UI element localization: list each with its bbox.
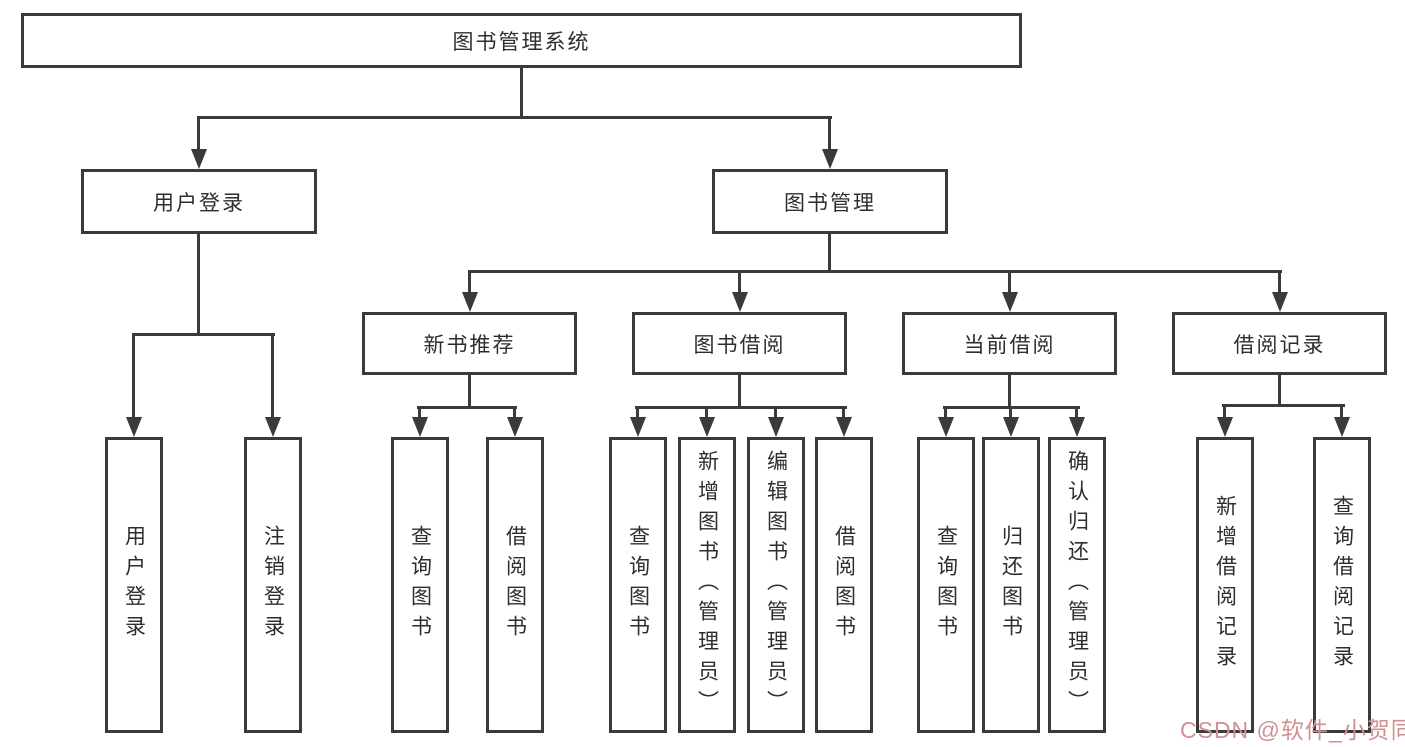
connector-vline — [774, 408, 777, 420]
leaf-label: 借阅图书 — [832, 525, 856, 645]
connector-vline — [520, 68, 523, 118]
connector-vline — [636, 408, 639, 420]
leaf-borrow-borrow-books: 借阅图书 — [815, 437, 873, 733]
node-label: 图书管理 — [784, 191, 876, 215]
node-label: 图书借阅 — [693, 333, 786, 357]
node-book-borrow: 图书借阅 — [632, 312, 847, 375]
connector-hline — [197, 116, 832, 119]
connector-vline — [944, 408, 947, 420]
arrowhead-down-icon — [1003, 417, 1019, 437]
leaf-label: 借阅图书 — [503, 525, 527, 645]
node-new-book-recommend: 新书推荐 — [362, 312, 577, 375]
leaf-recommend-query-books: 查询图书 — [391, 437, 449, 733]
connector-vline — [418, 408, 421, 420]
connector-hline — [635, 406, 847, 409]
leaf-label: 用户登录 — [122, 525, 146, 645]
arrowhead-down-icon — [1334, 417, 1350, 437]
connector-hline — [132, 333, 275, 336]
leaf-borrow-add-books-admin: 新增图书（管理员） — [678, 437, 736, 733]
arrowhead-down-icon — [507, 417, 523, 437]
arrowhead-down-icon — [822, 149, 838, 169]
arrowhead-down-icon — [191, 149, 207, 169]
connector-hline — [1222, 404, 1345, 407]
leaf-label: 归还图书 — [999, 525, 1023, 645]
arrowhead-down-icon — [938, 417, 954, 437]
arrowhead-down-icon — [732, 292, 748, 312]
leaf-recommend-borrow-books: 借阅图书 — [486, 437, 544, 733]
leaf-label: 查询图书 — [408, 525, 432, 645]
arrowhead-down-icon — [768, 417, 784, 437]
leaf-user-login: 用户登录 — [105, 437, 163, 733]
node-label: 当前借阅 — [963, 333, 1056, 357]
connector-vline — [1223, 406, 1226, 418]
arrowhead-down-icon — [1217, 417, 1233, 437]
arrowhead-down-icon — [1272, 292, 1288, 312]
leaf-current-return-books: 归还图书 — [982, 437, 1040, 733]
connector-vline — [468, 375, 471, 408]
arrowhead-down-icon — [630, 417, 646, 437]
connector-vline — [842, 408, 845, 420]
leaf-records-add-record: 新增借阅记录 — [1196, 437, 1254, 733]
node-label: 新书推荐 — [423, 333, 516, 357]
leaf-label: 注销登录 — [261, 525, 285, 645]
arrowhead-down-icon — [126, 417, 142, 437]
node-label: 用户登录 — [153, 191, 245, 215]
connector-hline — [943, 406, 1080, 409]
leaf-label: 确认归还（管理员） — [1065, 450, 1089, 720]
arrowhead-down-icon — [265, 417, 281, 437]
arrowhead-down-icon — [699, 417, 715, 437]
leaf-label: 新增借阅记录 — [1213, 495, 1237, 675]
connector-vline — [271, 335, 274, 419]
connector-vline — [705, 408, 708, 420]
leaf-current-query-books: 查询图书 — [917, 437, 975, 733]
leaf-label: 新增图书（管理员） — [695, 450, 719, 720]
arrowhead-down-icon — [1002, 292, 1018, 312]
connector-vline — [828, 234, 831, 272]
leaf-label: 编辑图书（管理员） — [764, 450, 788, 720]
node-label: 借阅记录 — [1233, 333, 1326, 357]
leaf-current-confirm-return-admin: 确认归还（管理员） — [1048, 437, 1106, 733]
connector-vline — [1340, 406, 1343, 418]
arrowhead-down-icon — [412, 417, 428, 437]
connector-vline — [513, 408, 516, 420]
connector-vline — [738, 375, 741, 408]
connector-vline — [1278, 375, 1281, 406]
csdn-watermark: CSDN @软件_小贺同学 — [1180, 717, 1405, 743]
connector-vline — [828, 118, 831, 151]
connector-vline — [1008, 272, 1011, 294]
arrowhead-down-icon — [836, 417, 852, 437]
leaf-label: 查询图书 — [626, 525, 650, 645]
leaf-borrow-query-books: 查询图书 — [609, 437, 667, 733]
node-library-system-root: 图书管理系统 — [21, 13, 1022, 68]
connector-vline — [468, 272, 471, 294]
connector-vline — [1075, 408, 1078, 420]
leaf-logout: 注销登录 — [244, 437, 302, 733]
connector-vline — [1008, 375, 1011, 408]
connector-vline — [132, 335, 135, 419]
connector-hline — [468, 270, 1282, 273]
node-borrow-records: 借阅记录 — [1172, 312, 1387, 375]
connector-vline — [738, 272, 741, 294]
leaf-borrow-edit-books-admin: 编辑图书（管理员） — [747, 437, 805, 733]
connector-vline — [1278, 272, 1281, 294]
leaf-label: 查询借阅记录 — [1330, 495, 1354, 675]
node-user-login: 用户登录 — [81, 169, 317, 234]
leaf-records-query-record: 查询借阅记录 — [1313, 437, 1371, 733]
node-current-borrow: 当前借阅 — [902, 312, 1117, 375]
node-label: 图书管理系统 — [452, 30, 591, 54]
arrowhead-down-icon — [1069, 417, 1085, 437]
node-book-management: 图书管理 — [712, 169, 948, 234]
arrowhead-down-icon — [462, 292, 478, 312]
connector-vline — [197, 234, 200, 335]
connector-hline — [417, 406, 517, 409]
leaf-label: 查询图书 — [934, 525, 958, 645]
connector-vline — [197, 118, 200, 151]
connector-vline — [1009, 408, 1012, 420]
